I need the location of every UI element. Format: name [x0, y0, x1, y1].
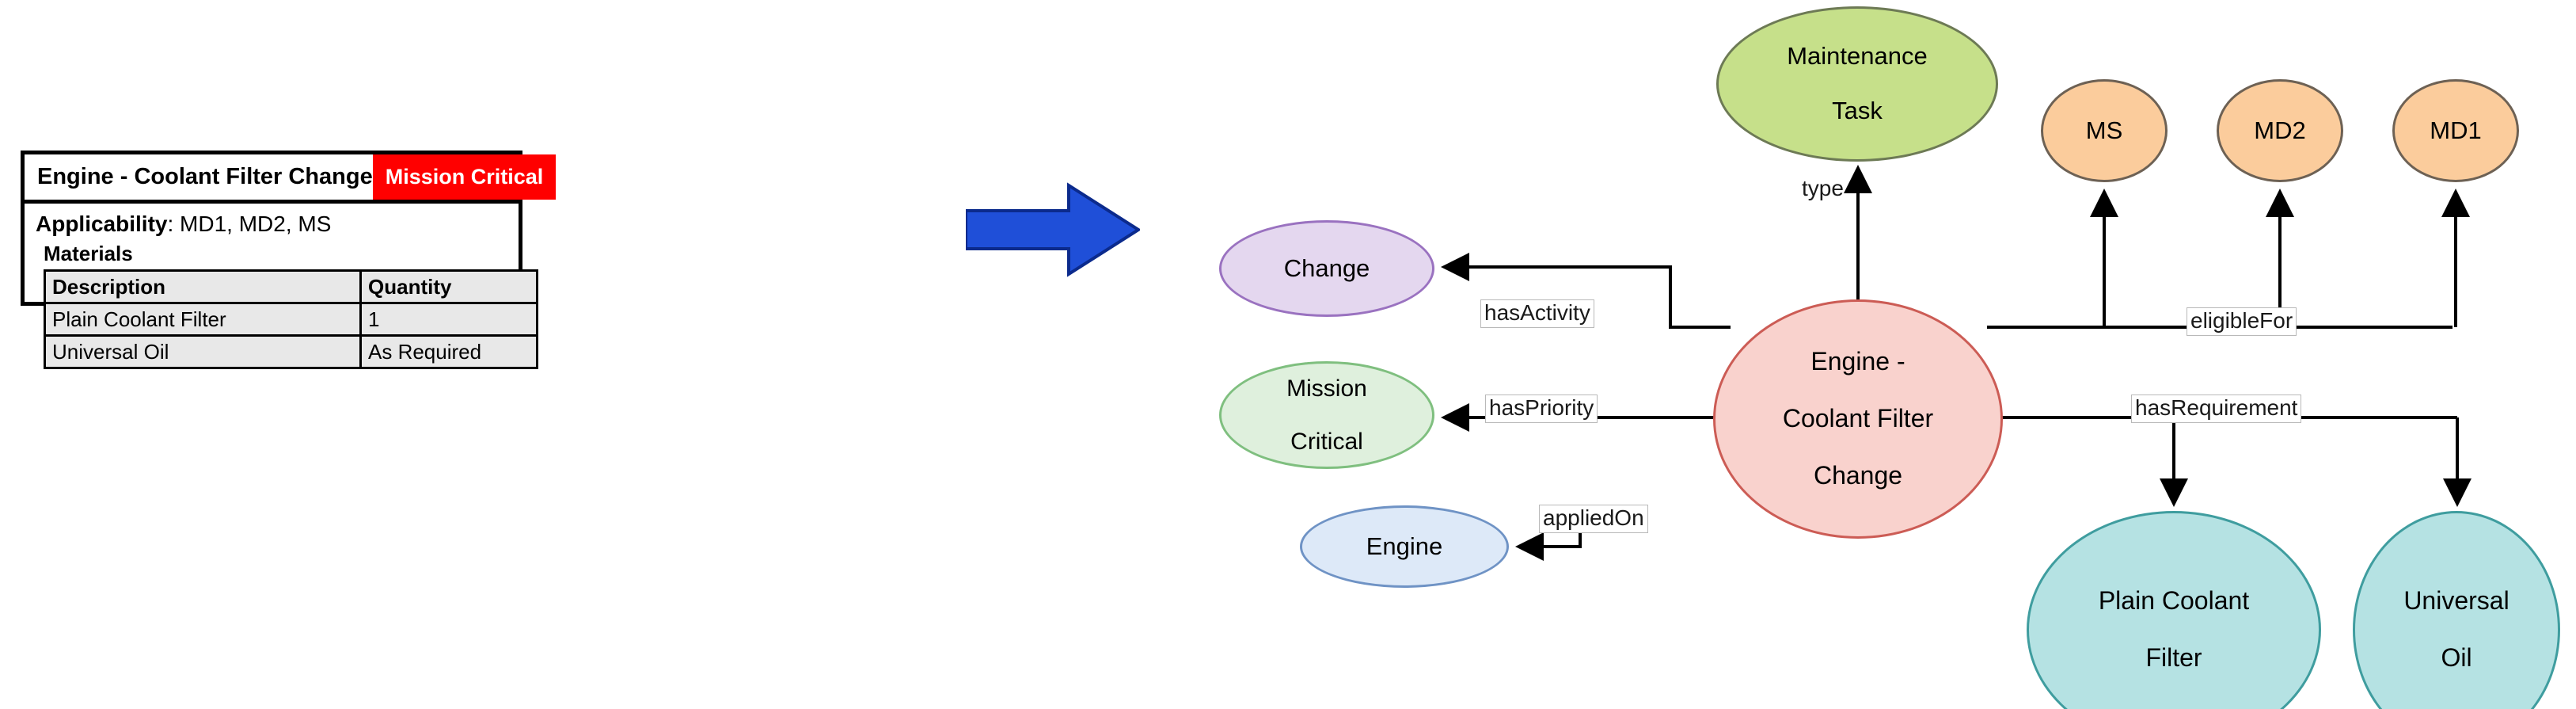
- node-ms[interactable]: MS: [2041, 79, 2168, 182]
- table-header-row: Description Quantity: [44, 269, 538, 304]
- edge-label-eligible-for: eligibleFor: [2187, 307, 2297, 336]
- applicability-label: Applicability: [36, 212, 168, 236]
- applicability-line: Applicability: MD1, MD2, MS: [36, 212, 519, 237]
- cell-description: Universal Oil: [44, 334, 362, 369]
- edge-label-type: type: [1802, 176, 1844, 200]
- cell-description: Plain Coolant Filter: [44, 302, 362, 337]
- edge-label-has-activity: hasActivity: [1480, 299, 1594, 328]
- node-ms-label: MS: [2085, 116, 2123, 144]
- applicability-value: MD1, MD2, MS: [180, 212, 332, 236]
- status-badge: Mission Critical: [372, 154, 557, 200]
- node-change[interactable]: Change: [1219, 220, 1434, 317]
- transform-arrow-icon: [966, 182, 1140, 277]
- node-md2[interactable]: MD2: [2217, 79, 2343, 182]
- node-md2-label: MD2: [2254, 116, 2306, 144]
- cell-quantity: As Required: [359, 334, 538, 369]
- cell-quantity: 1: [359, 302, 538, 337]
- edge-label-applied-on: appliedOn: [1539, 505, 1648, 533]
- table-row: Plain Coolant Filter 1: [44, 302, 538, 337]
- edge-label-has-requirement: hasRequirement: [2131, 395, 2302, 423]
- node-md1[interactable]: MD1: [2392, 79, 2519, 182]
- node-engine-label: Engine: [1366, 532, 1443, 560]
- node-change-label: Change: [1283, 253, 1370, 282]
- table-row: Universal Oil As Required: [44, 334, 538, 369]
- task-card: Engine - Coolant Filter Change Mission C…: [21, 151, 557, 369]
- materials-table: Description Quantity Plain Coolant Filte…: [44, 269, 538, 369]
- edge-label-has-priority: hasPriority: [1485, 395, 1598, 423]
- card-header: Engine - Coolant Filter Change Mission C…: [25, 154, 557, 204]
- card-title: Engine - Coolant Filter Change: [37, 164, 373, 189]
- node-engine[interactable]: Engine: [1300, 505, 1509, 588]
- column-header-quantity: Quantity: [359, 269, 538, 304]
- column-header-description: Description: [44, 269, 362, 304]
- applicability-separator: :: [167, 212, 180, 236]
- node-md1-label: MD1: [2430, 116, 2482, 144]
- materials-heading: Materials: [44, 242, 133, 265]
- card-body: Applicability: MD1, MD2, MS Materials De…: [25, 204, 538, 369]
